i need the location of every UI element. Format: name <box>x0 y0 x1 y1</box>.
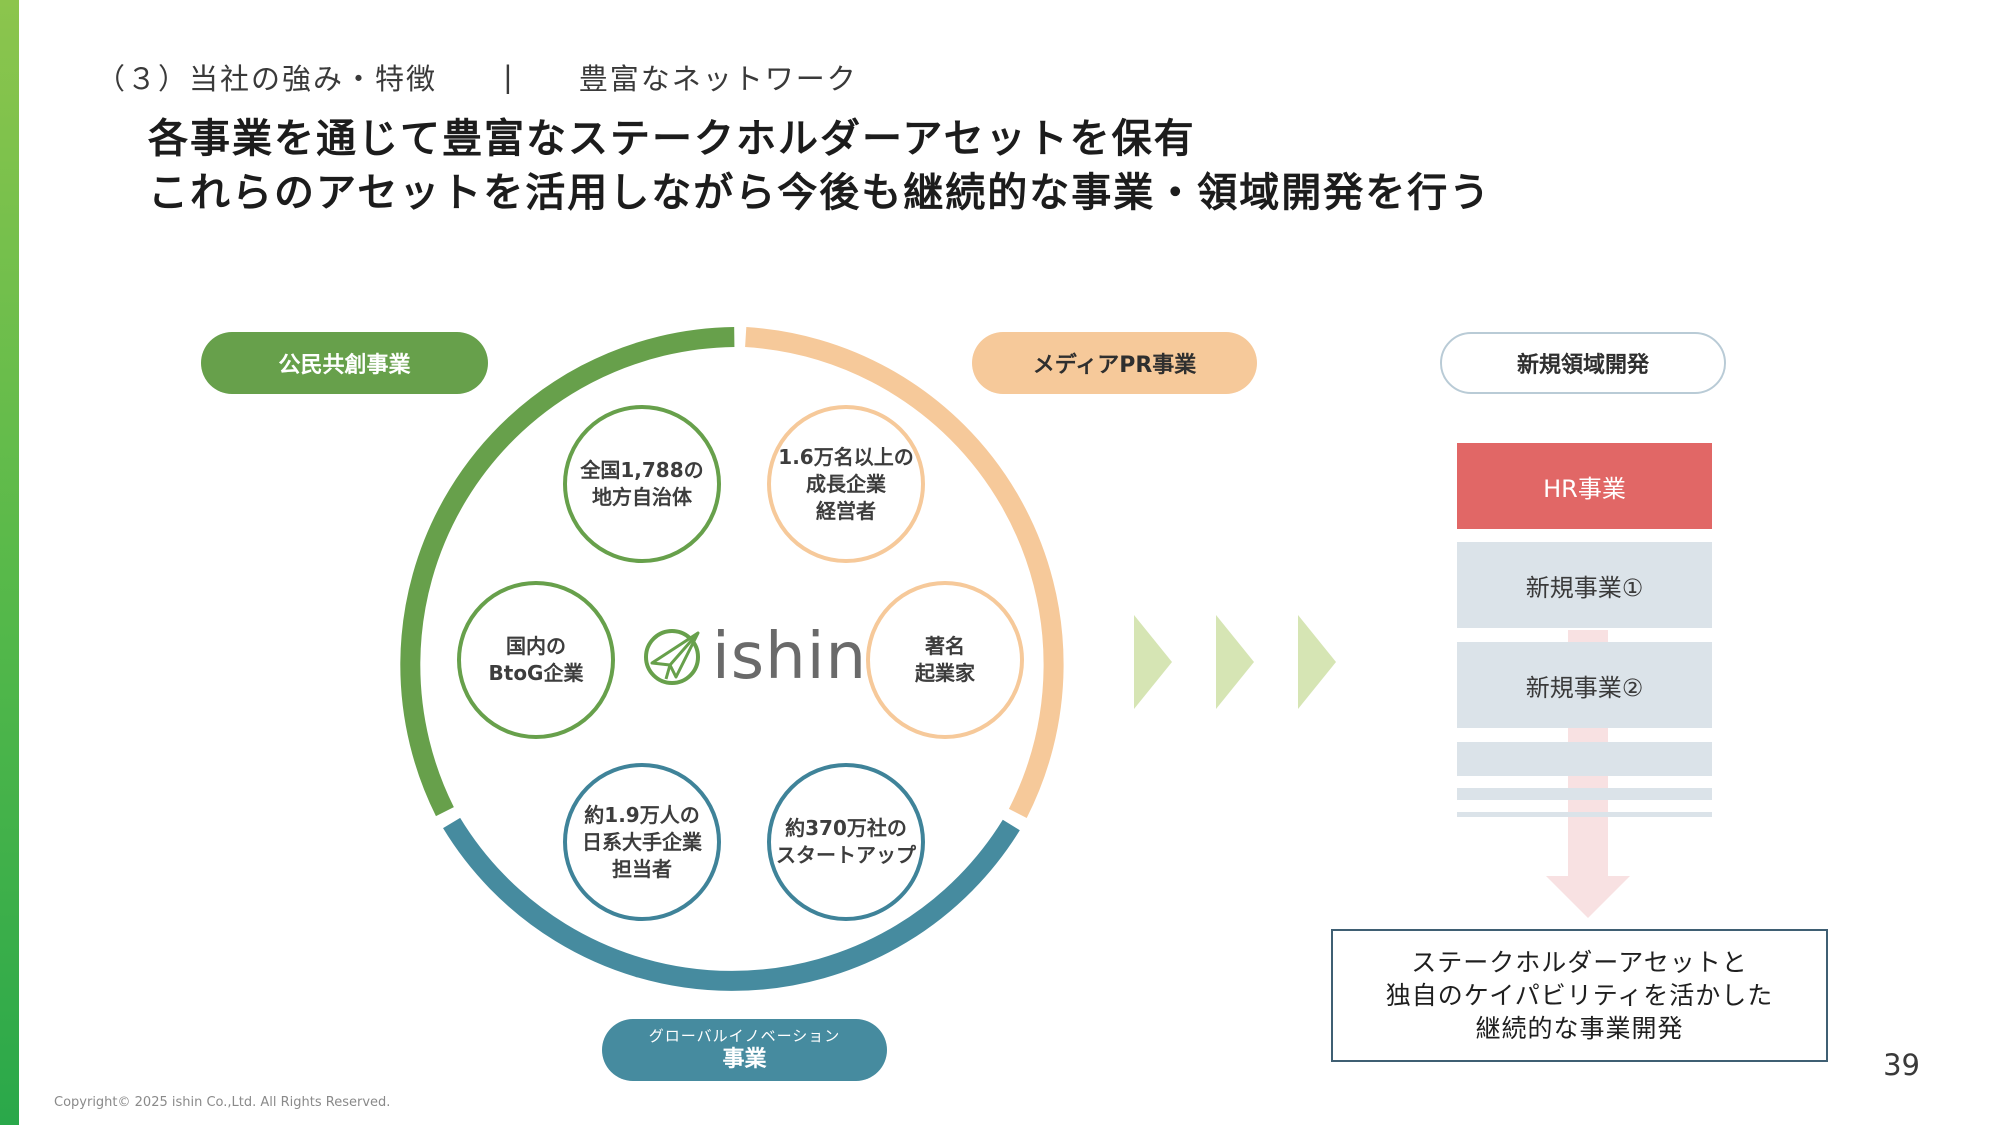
public-private-business-pill: 公民共創事業 <box>201 332 488 394</box>
title-line-1: 各事業を通じて豊富なステークホルダーアセットを保有 <box>148 116 1196 162</box>
section-label: （３）当社の強み・特徴 <box>96 62 438 96</box>
ishin-logo: ishin <box>640 620 867 694</box>
result-summary-box: ステークホルダーアセットと 独自のケイパビリティを活かした 継続的な事業開発 <box>1331 929 1828 1062</box>
hr-business-box: HR事業 <box>1457 443 1712 529</box>
node-startups: 約370万社の スタートアップ <box>767 763 925 921</box>
subsection-label: 豊富なネットワーク <box>578 62 858 96</box>
ishin-logo-text: ishin <box>712 620 868 694</box>
future-business-box <box>1457 812 1712 817</box>
paper-plane-icon <box>644 629 700 685</box>
result-summary-text: ステークホルダーアセットと 独自のケイパビリティを活かした 継続的な事業開発 <box>1385 948 1774 1043</box>
section-separator: | <box>503 60 515 94</box>
new-business-1-box: 新規事業① <box>1457 542 1712 628</box>
node-executives: 1.6万名以上の 成長企業 経営者 <box>767 405 925 563</box>
global-innovation-business-pill: グローバルイノベーション 事業 <box>602 1019 887 1081</box>
node-btog-companies: 国内の BtoG企業 <box>457 581 615 739</box>
chevron-right-icon <box>1134 615 1172 709</box>
accent-sidebar-bar <box>0 0 19 1125</box>
ring-segment-public <box>400 327 735 817</box>
title-line-2: これらのアセットを活用しながら今後も継続的な事業・領域開発を行う <box>148 170 1492 216</box>
section-heading: （３）当社の強み・特徴 | 豊富なネットワーク <box>96 55 858 99</box>
page-title: 各事業を通じて豊富なステークホルダーアセットを保有 これらのアセットを活用しなが… <box>148 112 1491 220</box>
ring-segment-media <box>745 327 1064 818</box>
new-domain-development-pill: 新規領域開発 <box>1440 332 1726 394</box>
global-innovation-label: グローバルイノベーション <box>648 1027 841 1045</box>
ring-segment-global <box>443 817 1020 991</box>
media-pr-business-pill: メディアPR事業 <box>972 332 1257 394</box>
chevron-right-icon <box>1298 615 1336 709</box>
future-business-box <box>1457 742 1712 776</box>
future-business-box <box>1457 788 1712 800</box>
flow-chevrons <box>1134 615 1336 709</box>
node-japanese-corporations: 約1.9万人の 日系大手企業 担当者 <box>563 763 721 921</box>
page-number: 39 <box>1883 1048 1920 1082</box>
global-innovation-business-label: 事業 <box>722 1047 767 1072</box>
new-business-2-box: 新規事業② <box>1457 642 1712 728</box>
chevron-right-icon <box>1216 615 1254 709</box>
node-municipalities: 全国1,788の 地方自治体 <box>563 405 721 563</box>
node-entrepreneurs: 著名 起業家 <box>866 581 1024 739</box>
copyright-notice: Copyright© 2025 ishin Co.,Ltd. All Right… <box>54 1095 391 1110</box>
